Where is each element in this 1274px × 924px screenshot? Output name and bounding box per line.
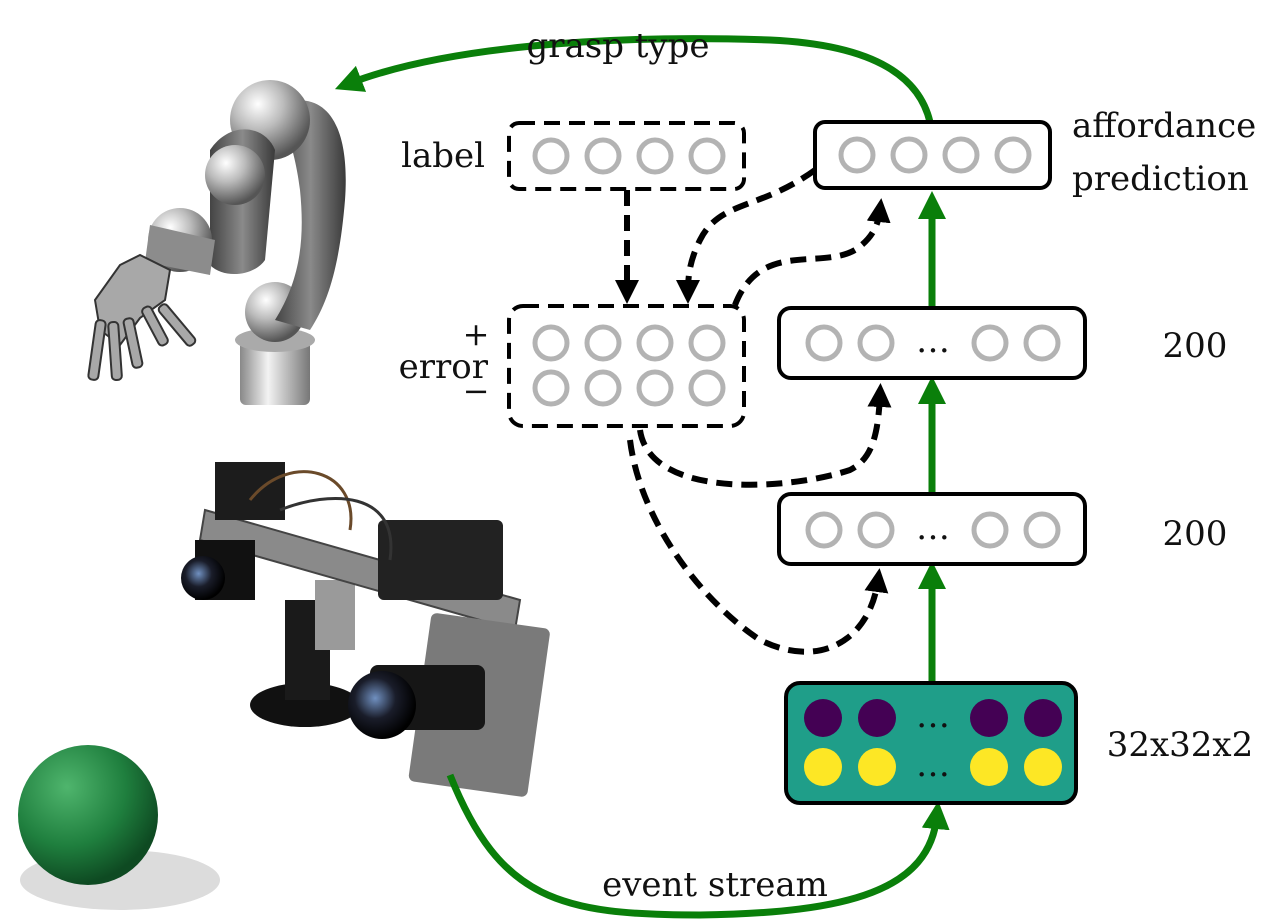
event-stream-label: event stream <box>602 865 828 905</box>
error-label: error <box>399 347 489 387</box>
error-to-out-arrow <box>732 198 891 307</box>
event-stream-arrow <box>446 773 950 919</box>
hidden-layer-1-size: 200 <box>1163 514 1228 554</box>
error-layer <box>507 304 746 428</box>
hidden-layer-2-ellipsis: … <box>916 321 950 361</box>
input-ellipsis-top: … <box>916 696 950 736</box>
error-to-h1-arrow <box>627 439 889 655</box>
label-layer <box>507 121 746 191</box>
error-plus-sign: + <box>463 315 490 353</box>
grasp-type-label: grasp type <box>526 26 709 66</box>
green-connections <box>334 35 950 919</box>
ball-image <box>18 745 220 910</box>
input-ellipsis-bottom: … <box>916 745 950 785</box>
camera-rig-image <box>181 462 550 797</box>
hidden-layer-1: … <box>777 492 1087 566</box>
robot-arm-image <box>87 80 346 405</box>
hidden-layer-2: … <box>777 306 1087 380</box>
label-label: label <box>401 136 485 176</box>
error-minus-sign: − <box>463 372 490 410</box>
affordance-output-layer <box>813 120 1052 190</box>
hidden-layer-1-ellipsis: … <box>916 508 950 548</box>
hidden-layer-2-size: 200 <box>1163 326 1228 366</box>
affordance-label: affordance <box>1072 106 1256 146</box>
grasp-type-arrow <box>334 35 934 123</box>
input-layer: … … <box>784 681 1078 805</box>
prediction-label: prediction <box>1072 159 1249 199</box>
error-to-h2-arrow <box>637 383 892 488</box>
dashed-connections <box>615 167 892 655</box>
input-size-label: 32x32x2 <box>1107 725 1254 765</box>
